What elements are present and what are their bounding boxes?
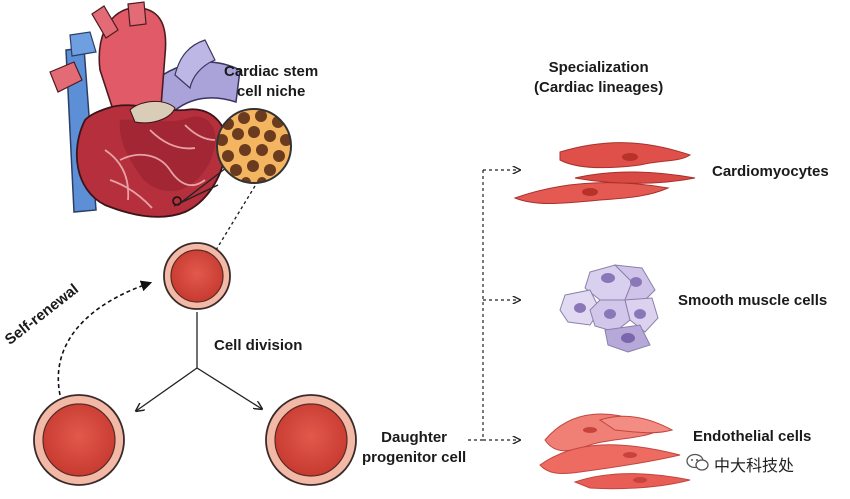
cell-division-label: Cell division (214, 337, 303, 354)
stem-cell-icon (163, 242, 231, 310)
daughter-label-line1: Daughter (381, 429, 448, 446)
self-renewal-arrow (57, 280, 153, 396)
watermark-text: 中大科技处 (714, 458, 795, 475)
cardiomyocytes-label: Cardiomyocytes (712, 163, 829, 180)
heart-illustration (49, 1, 241, 218)
niche-to-cell-line (215, 185, 256, 251)
niche-label: Cardiac stem cell niche (224, 62, 318, 103)
watermark: 中大科技处 (686, 452, 794, 476)
daughter-progenitor-cell (265, 394, 357, 486)
specialization-arrows (468, 170, 520, 440)
niche-label-line2: cell niche (236, 83, 306, 101)
magnified-niche-icon (216, 108, 292, 184)
wechat-logo-icon (686, 453, 709, 471)
cell-division-arrows (136, 312, 262, 411)
cardiomyocyte-icon (513, 142, 696, 204)
specialization-label: Specialization (Cardiac lineages) (534, 58, 663, 99)
daughter-label: Daughter progenitor cell (362, 428, 466, 469)
endothelial-icon (539, 413, 691, 490)
specialization-label-line2: (Cardiac lineages) (534, 79, 664, 97)
daughter-label-line2: progenitor cell (362, 449, 467, 467)
smooth-muscle-icon (559, 264, 659, 353)
specialization-label-line1: Specialization (548, 59, 649, 76)
daughter-stem-cell-left (33, 394, 125, 486)
niche-label-line1: Cardiac stem (224, 63, 319, 80)
smooth-muscle-label: Smooth muscle cells (678, 292, 828, 309)
endothelial-label: Endothelial cells (693, 428, 812, 445)
